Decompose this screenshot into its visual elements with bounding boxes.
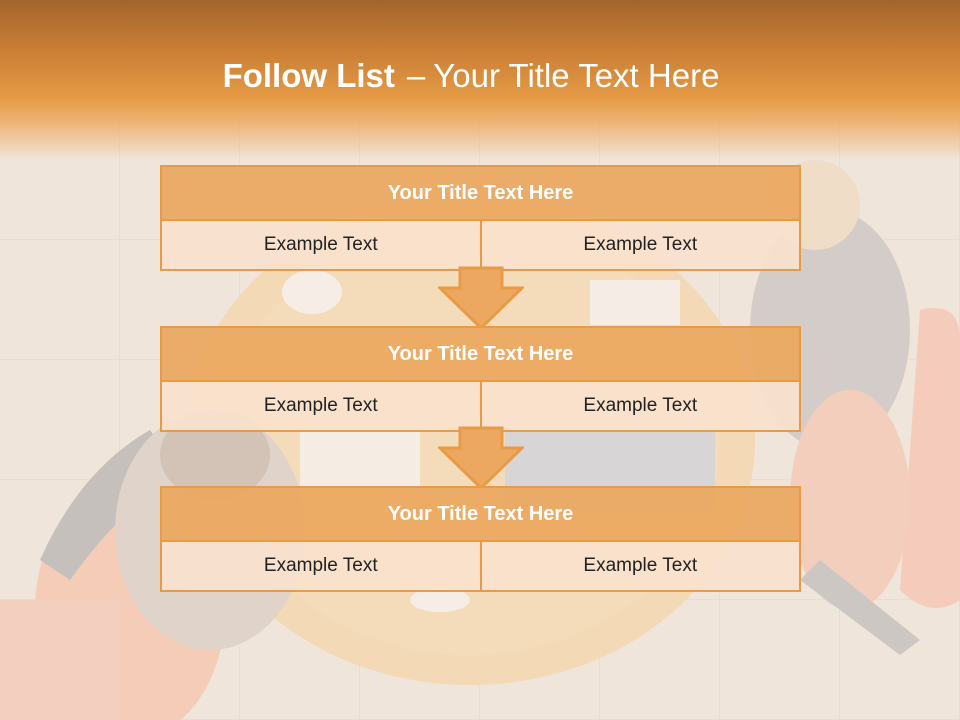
step-cell-right[interactable]: Example Text <box>479 221 799 269</box>
step-block-2: Your Title Text Here Example Text Exampl… <box>160 326 801 432</box>
slide-title-separator: – <box>406 57 426 94</box>
step-block-1: Your Title Text Here Example Text Exampl… <box>160 165 801 271</box>
title-banner <box>0 0 960 160</box>
step-cell-left[interactable]: Example Text <box>162 221 480 269</box>
step-row: Example Text Example Text <box>160 382 801 432</box>
step-title[interactable]: Your Title Text Here <box>160 165 801 221</box>
step-cell-right[interactable]: Example Text <box>479 382 799 430</box>
down-arrow-icon <box>438 266 524 331</box>
step-title[interactable]: Your Title Text Here <box>160 326 801 382</box>
slide-title-bold: Follow List <box>222 57 395 94</box>
step-block-3: Your Title Text Here Example Text Exampl… <box>160 486 801 592</box>
step-row: Example Text Example Text <box>160 542 801 592</box>
slide-title: Follow List–Your Title Text Here <box>0 55 942 97</box>
step-cell-left[interactable]: Example Text <box>162 382 480 430</box>
slide-title-rest: Your Title Text Here <box>433 57 720 94</box>
step-cell-left[interactable]: Example Text <box>162 542 480 590</box>
down-arrow-icon <box>438 426 524 491</box>
step-title[interactable]: Your Title Text Here <box>160 486 801 542</box>
step-row: Example Text Example Text <box>160 221 801 271</box>
step-cell-right[interactable]: Example Text <box>479 542 799 590</box>
